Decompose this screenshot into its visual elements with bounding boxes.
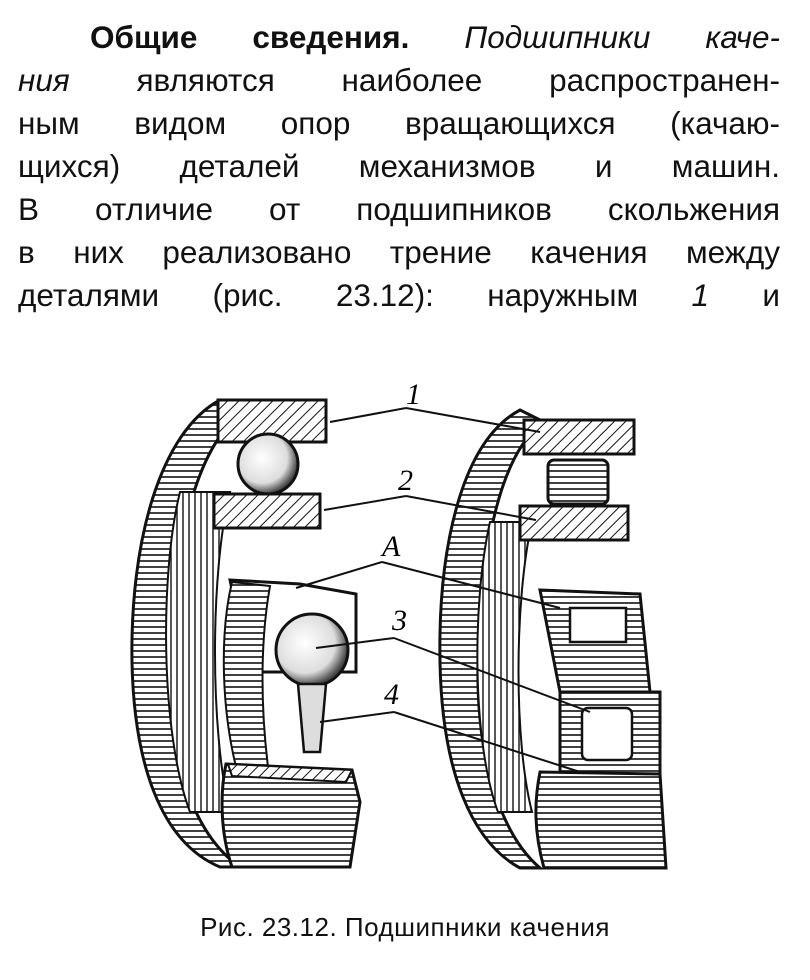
label-2: 2: [398, 464, 413, 497]
label-A: A: [380, 530, 401, 563]
part-number-ref: 1: [691, 277, 710, 313]
leader-lines: [295, 407, 591, 773]
figure-caption: Рис. 23.12. Подшипники качения: [200, 912, 610, 942]
text-line-6: в них реализовано трение качения между: [18, 234, 780, 270]
text-line-7: деталями (рис. 23.12): наружным 1 и: [18, 274, 780, 317]
ball-bearing: [130, 398, 362, 869]
roller-bearing: [438, 408, 668, 870]
term-italic: Подшипники каче-: [464, 19, 780, 55]
text-line-4: щихся) деталей механизмов и машин.: [18, 148, 780, 184]
term-italic-end: ния: [18, 62, 70, 98]
body-paragraph: Общие сведения. Подшипники каче- ния явл…: [18, 16, 780, 317]
bearing-illustration: 1 2 A 3 4: [130, 378, 668, 870]
text-line-3: ным видом опор вращающихся (качаю-: [18, 105, 780, 141]
text-line-1: Общие сведения. Подшипники каче-: [18, 16, 780, 59]
section-heading: Общие сведения.: [90, 19, 410, 55]
label-1: 1: [406, 378, 421, 411]
text-line-2: ния являются наиболее распространен-: [18, 59, 780, 102]
label-4: 4: [384, 678, 399, 711]
text-line-5: В отличие от подшипников скольжения: [18, 191, 780, 227]
label-3: 3: [391, 604, 407, 637]
text-line-2-rest: являются наиболее распространен-: [136, 62, 780, 98]
text-line-7-end: и: [762, 277, 780, 313]
text-line-7-main: деталями (рис. 23.12): наружным: [18, 277, 639, 313]
